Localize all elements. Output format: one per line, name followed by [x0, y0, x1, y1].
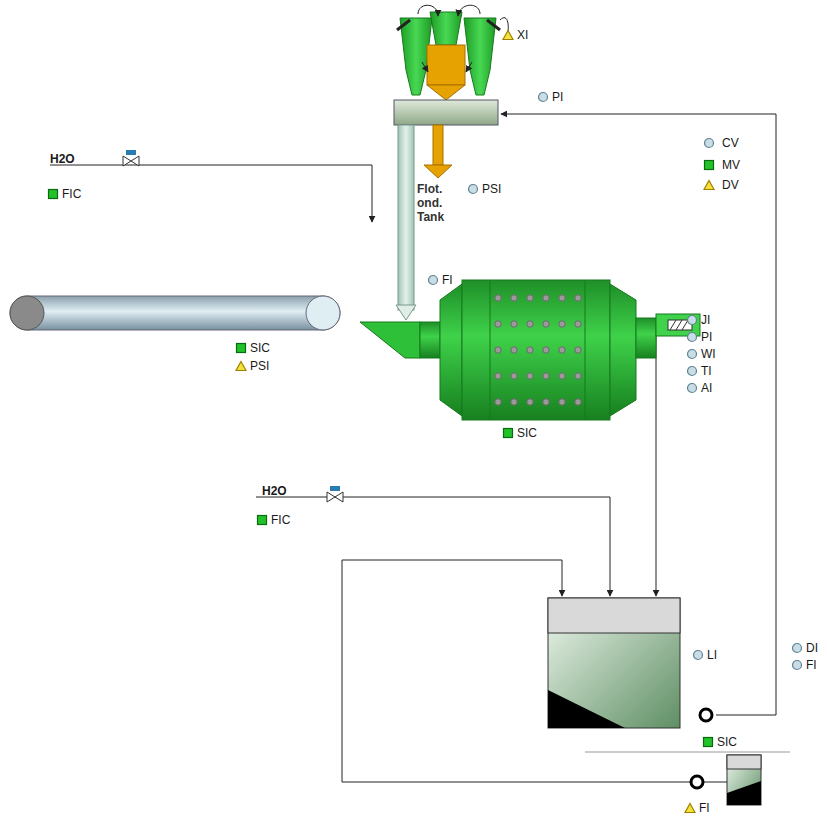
indicator-symbol	[467, 183, 479, 195]
indicator-symbol	[686, 331, 698, 343]
legend-text: CV	[722, 136, 739, 150]
mill-lifter	[575, 295, 581, 301]
mill-lifter	[575, 321, 581, 327]
disturbance-symbol	[235, 360, 247, 372]
mill-lifter	[543, 399, 549, 405]
instrument-tag: PSI	[482, 182, 501, 196]
indicator-symbol	[537, 91, 549, 103]
ball-mill	[420, 280, 700, 420]
mill-lifter	[495, 399, 501, 405]
instrument-tag: SIC	[250, 341, 270, 355]
mill-lifter	[543, 373, 549, 379]
mill-lifter	[543, 295, 549, 301]
instrument-tag: FI	[806, 658, 817, 672]
disturbance-symbol	[502, 29, 514, 41]
manipulated-symbol	[502, 427, 514, 439]
recycle-tank	[585, 752, 790, 805]
disturbance-symbol	[684, 802, 696, 814]
indicator-symbol	[686, 365, 698, 377]
mill-lifter	[527, 295, 533, 301]
mill-lifter	[527, 373, 533, 379]
mill-lifter	[559, 373, 565, 379]
sump	[548, 598, 712, 728]
manipulated-symbol	[256, 514, 268, 526]
legend-row: MV	[703, 158, 740, 172]
instrument-tag: FI	[442, 273, 453, 287]
mill-lifter	[495, 347, 501, 353]
mill-lifter	[559, 399, 565, 405]
instrument-tag: PSI	[250, 359, 269, 373]
manipulated-symbol	[702, 736, 714, 748]
instrument-tag: PI	[552, 90, 563, 104]
instrument-tag: FIC	[271, 513, 290, 527]
stream-label: H2O	[50, 152, 75, 166]
instrument-tag: LI	[707, 648, 717, 662]
stream-label: Flot. ond. Tank	[417, 182, 455, 224]
stream-label: H2O	[262, 484, 287, 498]
mill-lifter	[527, 347, 533, 353]
instrument-tag: FI	[699, 801, 710, 815]
indicator-symbol	[791, 642, 803, 654]
mill-lifter	[495, 321, 501, 327]
mill-lifter	[559, 347, 565, 353]
mill-lifter	[511, 347, 517, 353]
mill-lifter	[575, 399, 581, 405]
mill-lifter	[575, 347, 581, 353]
instrument-tag: FIC	[62, 187, 81, 201]
mill-lifter	[559, 295, 565, 301]
manipulated-symbol	[47, 188, 59, 200]
instrument-tag: WI	[701, 347, 716, 361]
mill-lifter	[511, 321, 517, 327]
legend-swatch	[703, 159, 715, 171]
mill-lifter	[511, 399, 517, 405]
indicator-symbol	[791, 659, 803, 671]
conveyor	[10, 296, 340, 330]
indicator-symbol	[686, 314, 698, 326]
valve	[123, 150, 139, 166]
mill-lifter	[527, 321, 533, 327]
indicator-symbol	[692, 649, 704, 661]
instrument-tag: TI	[701, 364, 712, 378]
indicator-symbol	[427, 274, 439, 286]
legend-row: CV	[703, 136, 739, 150]
instrument-tag: AI	[701, 381, 712, 395]
mill-lifter	[543, 347, 549, 353]
valve	[327, 486, 343, 502]
mill-lifter	[559, 321, 565, 327]
indicator-symbol	[686, 382, 698, 394]
hydrocyclone	[394, 5, 508, 125]
mill-lifter	[511, 295, 517, 301]
feed-chute	[360, 322, 420, 358]
instrument-tag: SIC	[517, 426, 537, 440]
instrument-tag: PI	[701, 330, 712, 344]
mill-lifter	[575, 373, 581, 379]
instrument-tag: SIC	[717, 735, 737, 749]
instrument-tag: XI	[517, 28, 528, 42]
legend-swatch	[703, 179, 715, 191]
mill-lifter	[543, 321, 549, 327]
legend-swatch	[703, 137, 715, 149]
manipulated-symbol	[235, 342, 247, 354]
mill-lifter	[495, 295, 501, 301]
instrument-tag: JI	[701, 313, 710, 327]
mill-lifter	[511, 373, 517, 379]
legend-text: MV	[722, 158, 740, 172]
mill-lifter	[495, 373, 501, 379]
legend-row: DV	[703, 178, 739, 192]
mill-lifter	[527, 399, 533, 405]
legend-text: DV	[722, 178, 739, 192]
indicator-symbol	[686, 348, 698, 360]
instrument-tag: DI	[806, 641, 818, 655]
